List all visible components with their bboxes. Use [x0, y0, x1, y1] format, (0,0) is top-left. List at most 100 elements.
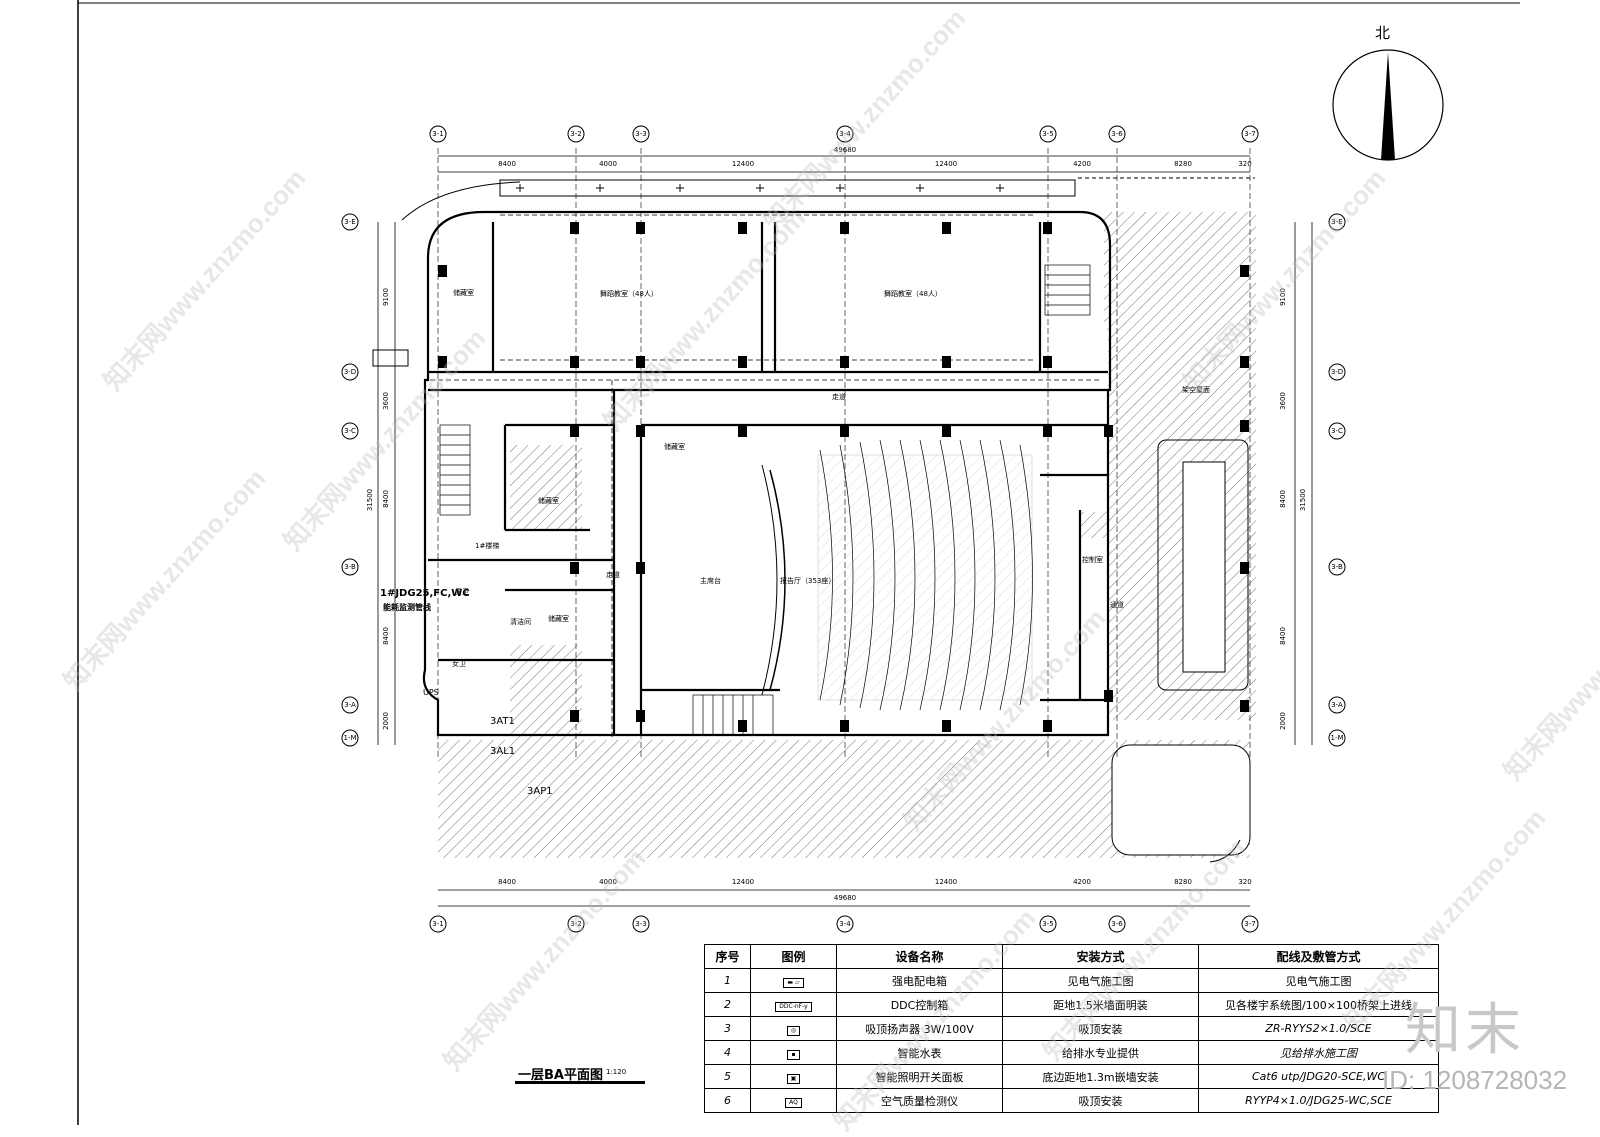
room-roof: 架空屋面 [1182, 386, 1210, 394]
room-storage-mid: 储藏室 [664, 443, 685, 451]
note-box-a: 3AT1 [490, 716, 515, 727]
axis-label-right: 3-B [1331, 563, 1343, 571]
dimension-bottom: 8400 [498, 878, 516, 886]
dimension-top: 8400 [498, 160, 516, 168]
legend-cell-symbol: ▬ ▱ [750, 968, 837, 993]
axis-label-bottom: 3-4 [839, 920, 851, 928]
axis-label-top: 3-3 [635, 130, 647, 138]
legend-header: 安装方式 [1002, 944, 1199, 969]
dimension-right: 8400 [1279, 627, 1287, 645]
room-mens: 男卫 [455, 588, 469, 596]
dimension-bottom: 4200 [1073, 878, 1091, 886]
axis-label-bottom: 3-1 [432, 920, 444, 928]
room-passage: 通道 [1110, 601, 1124, 609]
axis-label-bottom: 3-6 [1111, 920, 1123, 928]
legend-header: 序号 [704, 944, 751, 969]
legend-cell-wiring: ZR-RYYS2×1.0/SCE [1198, 1016, 1439, 1041]
room-hall: 报告厅（353座） [780, 577, 836, 585]
legend-cell-install: 底边距地1.3m嵌墙安装 [1002, 1064, 1199, 1089]
dimension-right-total: 31500 [1299, 488, 1307, 512]
dimension-top: 4000 [599, 160, 617, 168]
room-control: 控制室 [1082, 556, 1103, 564]
axis-label-left: 3-A [344, 701, 356, 709]
axis-label-top: 3-6 [1111, 130, 1123, 138]
legend-cell-wiring: Cat6 utp/JDG20-SCE,WC [1198, 1064, 1439, 1089]
room-aisle: 走道 [606, 571, 620, 579]
legend-cell-wiring: 见电气施工图 [1198, 968, 1439, 993]
axis-label-left: 1-M [343, 734, 357, 742]
dimension-bottom: 320 [1238, 878, 1252, 886]
dimension-bottom: 4000 [599, 878, 617, 886]
dimension-top: 8280 [1174, 160, 1192, 168]
note-pipe: 1#JDG25,FC,WC [380, 588, 470, 599]
axis-label-right: 3-A [1331, 701, 1343, 709]
legend-cell-symbol: ▪ [750, 1040, 837, 1065]
brand-logo: 知末 [1405, 998, 1525, 1063]
legend-cell-no: 5 [704, 1064, 751, 1089]
hatch-south [438, 740, 1250, 858]
legend-cell-install: 见电气施工图 [1002, 968, 1199, 993]
room-dance-2: 舞蹈教室（48人） [884, 290, 942, 298]
legend-cell-symbol: ◎ [750, 1016, 837, 1041]
note-box-b: 3AL1 [490, 746, 516, 757]
axis-label-top: 3-1 [432, 130, 444, 138]
legend-cell-symbol: ▣ [750, 1064, 837, 1089]
legend-symbol-icon: ▣ [786, 1073, 801, 1084]
axis-label-left: 3-B [344, 563, 356, 571]
dimension-top: 320 [1238, 160, 1252, 168]
legend-row: 4▪智能水表给排水专业提供见给排水施工图 [704, 1040, 1439, 1065]
room-corridor: 走道 [832, 393, 846, 401]
axis-label-right: 3-E [1331, 218, 1343, 226]
room-womens: 女卫 [452, 660, 466, 668]
room-storage-nw: 储藏室 [453, 289, 474, 297]
drawing-title: 一层BA平面图 [518, 1068, 603, 1083]
legend-symbol-icon: ◎ [786, 1025, 801, 1036]
legend-table: 序号 图例 设备名称 安装方式 配线及敷管方式 1▬ ▱强电配电箱见电气施工图见… [704, 944, 1439, 1113]
legend-cell-no: 6 [704, 1088, 751, 1113]
room-storage-sw: 储藏室 [548, 615, 569, 623]
legend-cell-no: 3 [704, 1016, 751, 1041]
axis-label-bottom: 3-5 [1042, 920, 1054, 928]
legend-cell-no: 1 [704, 968, 751, 993]
legend-cell-symbol: DDC-nF-y [750, 992, 837, 1017]
note-ups: UPS [423, 688, 439, 697]
legend-header: 图例 [750, 944, 837, 969]
dimension-right: 2000 [1279, 712, 1287, 730]
room-cleaning: 清洁间 [510, 618, 531, 626]
axis-label-top: 3-7 [1244, 130, 1256, 138]
note-box-c: 3AP1 [527, 786, 553, 797]
dimension-right: 8400 [1279, 490, 1287, 508]
axis-label-right: 3-C [1331, 427, 1343, 435]
legend-header-row: 序号 图例 设备名称 安装方式 配线及敷管方式 [704, 944, 1439, 969]
legend-symbol-icon: DDC-nF-y [775, 1001, 812, 1012]
dimension-bottom: 12400 [731, 878, 755, 886]
axis-label-right: 3-D [1330, 368, 1344, 376]
drawing-scale: 1:120 [606, 1068, 627, 1076]
dimension-left-total: 31500 [366, 488, 374, 512]
axis-label-left: 3-C [344, 427, 356, 435]
room-dance-1: 舞蹈教室（48人） [600, 290, 658, 298]
dimension-left: 9100 [382, 288, 390, 306]
legend-cell-wiring: 见给排水施工图 [1198, 1040, 1439, 1065]
legend-symbol-icon: ▪ [787, 1049, 800, 1060]
dimension-bottom: 12400 [934, 878, 958, 886]
dimension-left: 8400 [382, 490, 390, 508]
room-stage: 主席台 [700, 577, 721, 585]
legend-cell-no: 2 [704, 992, 751, 1017]
dimension-total-bottom: 49680 [833, 894, 857, 902]
axis-label-top: 3-2 [570, 130, 582, 138]
dimension-right: 3600 [1279, 392, 1287, 410]
room-stair: 1#楼梯 [475, 542, 500, 550]
legend-cell-symbol: AQ [750, 1088, 837, 1113]
dimension-top: 12400 [934, 160, 958, 168]
axis-label-left: 3-E [344, 218, 356, 226]
axis-label-left: 3-D [343, 368, 357, 376]
image-id: ID: 1208728032 [1382, 1065, 1568, 1095]
axis-label-right: 1-M [1330, 734, 1344, 742]
axis-label-bottom: 3-3 [635, 920, 647, 928]
legend-cell-install: 给排水专业提供 [1002, 1040, 1199, 1065]
dimension-bottom: 8280 [1174, 878, 1192, 886]
